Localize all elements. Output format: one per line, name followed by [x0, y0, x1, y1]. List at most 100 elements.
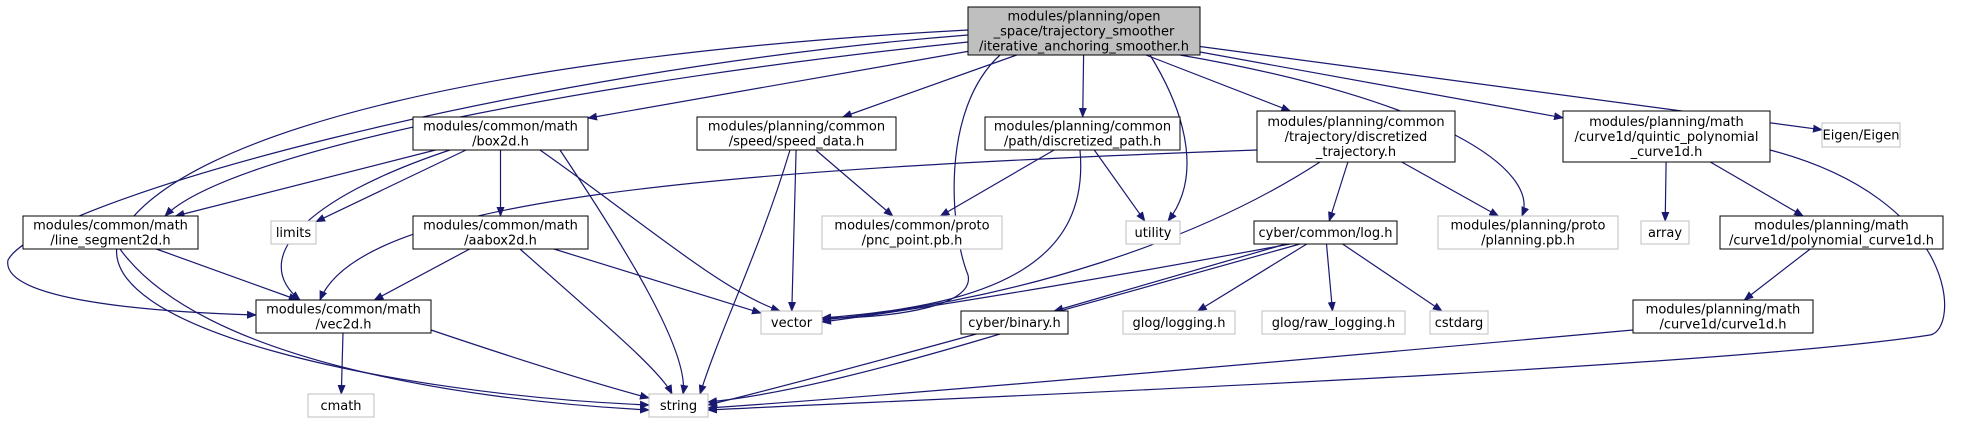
node-label-line: /trajectory/discretized — [1285, 130, 1428, 145]
node-label-line: _curve1d.h — [1630, 145, 1703, 160]
node-label-line: /speed/speed_data.h — [729, 135, 864, 150]
edge-speed_data-to-vector — [788, 149, 797, 312]
node-box — [1640, 220, 1690, 245]
edge-speed_data-to-string — [698, 149, 791, 395]
edge-root-to-utility — [1149, 54, 1188, 222]
node-label-line: /box2d.h — [472, 135, 529, 150]
edge-root-to-discretized_path — [1078, 54, 1087, 118]
node-label-line: cyber/common/log.h — [1258, 226, 1392, 241]
node-discretized-path[interactable]: modules/planning/common/path/discretized… — [984, 116, 1181, 151]
edge-polynomial_curve1d-to-curve1d — [1743, 248, 1811, 301]
node-box — [1261, 310, 1406, 335]
node-label-line: modules/planning/math — [1589, 115, 1744, 130]
node-glog-raw-logging: glog/raw_logging.h — [1261, 310, 1406, 335]
node-pnc-point: modules/common/proto/pnc_point.pb.h — [821, 215, 1003, 250]
edge-discretized_trajectory-to-vector — [821, 161, 1321, 324]
node-box — [1429, 310, 1489, 335]
node-label-line: glog/logging.h — [1133, 316, 1226, 331]
edge-aabox2d-to-string — [519, 248, 673, 395]
node-log[interactable]: cyber/common/log.h — [1253, 220, 1398, 245]
node-label-line: /curve1d/polynomial_curve1d.h — [1729, 234, 1934, 249]
edge-log-to-vector — [821, 243, 1291, 325]
node-speed-data[interactable]: modules/planning/common/speed/speed_data… — [696, 116, 897, 151]
node-label-line: limits — [276, 226, 312, 241]
node-box — [1122, 310, 1236, 335]
edge-quintic_polynomial-to-array — [1661, 161, 1670, 222]
edge-discretized_path-to-vector — [821, 149, 1082, 322]
edge-discretized_trajectory-to-vec2d — [319, 149, 1258, 301]
node-polynomial-curve1d[interactable]: modules/planning/math/curve1d/polynomial… — [1719, 215, 1944, 250]
edge-line_segment2d-to-vec2d — [156, 248, 299, 301]
node-box — [1253, 220, 1398, 245]
node-box — [648, 393, 709, 418]
node-label-line: /curve1d/curve1d.h — [1659, 318, 1786, 333]
node-utility: utility — [1125, 220, 1181, 245]
edge-box2d-to-string — [559, 149, 689, 395]
edge-quintic_polynomial-to-string — [707, 149, 1946, 414]
edge-speed_data-to-pnc_point — [815, 149, 894, 217]
node-label-line: modules/common/math — [33, 219, 188, 234]
node-box — [1256, 110, 1456, 163]
node-label-line: Eigen/Eigen — [1822, 129, 1899, 144]
node-box — [984, 116, 1181, 151]
edge-discretized_path-to-utility — [1093, 149, 1146, 222]
nodes-layer: modules/planning/open_space/trajectory_s… — [22, 6, 1944, 418]
edge-discretized_trajectory-to-planning_pb — [1401, 161, 1500, 217]
node-limits: limits — [270, 220, 317, 245]
node-eigen: Eigen/Eigen — [1821, 122, 1901, 148]
node-label-line: array — [1648, 226, 1682, 241]
edge-box2d-to-line_segment2d — [174, 149, 436, 218]
node-box — [1125, 220, 1181, 245]
edge-box2d-to-limits — [315, 149, 467, 223]
node-quintic-polynomial[interactable]: modules/planning/math/curve1d/quintic_po… — [1562, 110, 1771, 163]
node-label-line: /path/discretized_path.h — [1004, 135, 1161, 150]
node-box — [1719, 215, 1944, 250]
node-box — [412, 215, 589, 250]
edges-layer — [7, 29, 1946, 414]
edge-root-to-quintic_polynomial — [1199, 51, 1564, 121]
node-discretized-trajectory[interactable]: modules/planning/common/trajectory/discr… — [1256, 110, 1456, 163]
node-label-line: /curve1d/quintic_polynomial — [1575, 130, 1759, 145]
node-array: array — [1640, 220, 1690, 245]
node-binary[interactable]: cyber/binary.h — [960, 310, 1069, 335]
node-label-line: glog/raw_logging.h — [1272, 316, 1395, 331]
node-box — [821, 215, 1003, 250]
edge-vec2d-to-cmath — [337, 332, 346, 395]
node-box — [1562, 110, 1771, 163]
node-label-line: cstdarg — [1435, 316, 1484, 331]
node-label-line: vector — [771, 316, 813, 331]
node-label-line: utility — [1135, 226, 1172, 241]
node-aabox2d[interactable]: modules/common/math/aabox2d.h — [412, 215, 589, 250]
node-label-line: /vec2d.h — [315, 318, 371, 333]
node-box — [412, 116, 589, 151]
node-label-line: cyber/binary.h — [968, 316, 1060, 331]
edge-vec2d-to-string — [430, 329, 650, 400]
node-vec2d[interactable]: modules/common/math/vec2d.h — [255, 299, 432, 334]
node-string: string — [648, 393, 709, 418]
node-label-line: /planning.pb.h — [1481, 234, 1575, 249]
node-box — [696, 116, 897, 151]
node-label-line: modules/planning/math — [1754, 219, 1909, 234]
edge-log-to-glog_raw_logging — [1325, 243, 1336, 312]
node-box — [760, 310, 823, 335]
node-curve1d[interactable]: modules/planning/math/curve1d/curve1d.h — [1632, 299, 1814, 334]
edge-root-to-discretized_trajectory — [1145, 54, 1292, 112]
node-label-line: _trajectory.h — [1315, 145, 1396, 160]
edge-curve1d-to-string — [707, 329, 1634, 412]
node-label-line: modules/planning/math — [1646, 303, 1801, 318]
node-label-line: string — [660, 399, 697, 414]
node-label-line: _space/trajectory_smoother — [993, 25, 1175, 40]
node-box — [255, 299, 432, 334]
node-label-line: modules/common/math — [266, 303, 421, 318]
node-root[interactable]: modules/planning/open_space/trajectory_s… — [967, 6, 1201, 56]
node-planning-pb: modules/planning/proto/planning.pb.h — [1437, 215, 1619, 250]
node-line-segment2d[interactable]: modules/common/math/line_segment2d.h — [22, 215, 199, 250]
edge-aabox2d-to-vector — [553, 248, 762, 315]
node-glog-logging: glog/logging.h — [1122, 310, 1236, 335]
edge-aabox2d-to-vec2d — [373, 248, 470, 301]
node-box — [307, 393, 375, 418]
edge-binary-to-string — [707, 333, 1001, 406]
node-box2d[interactable]: modules/common/math/box2d.h — [412, 116, 589, 151]
node-box — [22, 215, 199, 250]
